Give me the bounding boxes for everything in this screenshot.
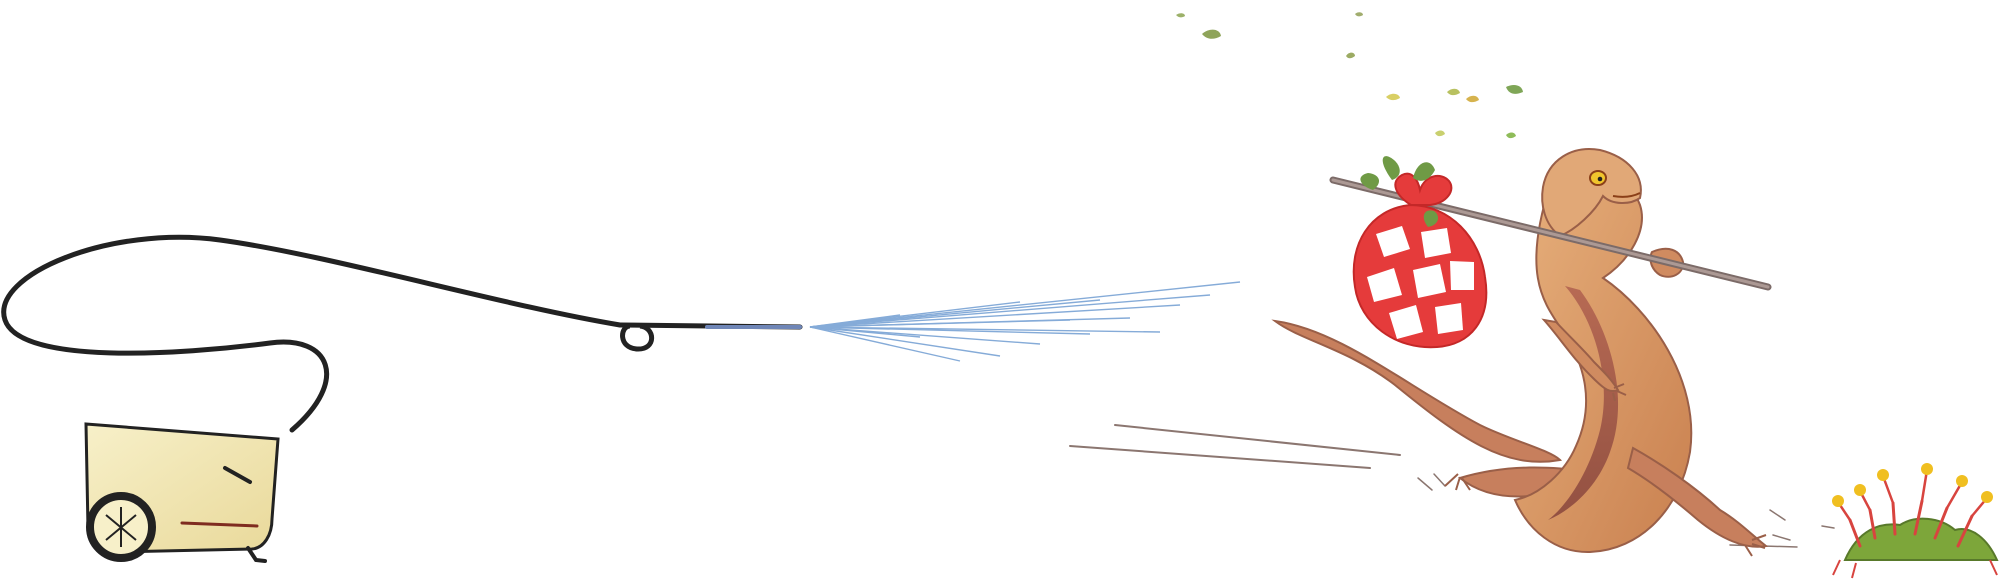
bindle-bundle-icon <box>1352 156 1488 349</box>
pressure-washer-icon <box>1 234 623 563</box>
hose-line <box>1 234 623 433</box>
bundle-leaf-4 <box>1423 210 1439 227</box>
bundle-leaf-2 <box>1413 162 1435 181</box>
flying-leaves <box>1176 12 1523 139</box>
water-spray-icon <box>809 281 1241 362</box>
lizard-back-foot <box>1444 473 1471 491</box>
bundle-checker-3 <box>1367 268 1402 302</box>
motion-lines <box>1069 424 1835 548</box>
spray-wand-icon <box>617 322 803 352</box>
lizard-claw-front <box>1612 383 1627 402</box>
bundle-checker-5 <box>1450 261 1474 290</box>
lizard-tail <box>1271 319 1563 463</box>
bundle-checker-4 <box>1413 264 1446 298</box>
plant-clump-icon <box>1832 463 1999 579</box>
running-lizard-icon <box>1271 148 1769 557</box>
lizard-mouth <box>1612 192 1641 198</box>
washer-stripe <box>180 521 259 528</box>
bundle-checker-6 <box>1389 305 1423 339</box>
washer-wheel-icon <box>86 492 156 562</box>
bundle-checker-2 <box>1421 228 1451 258</box>
washer-foot <box>246 546 267 563</box>
lizard-front-leg <box>1626 446 1769 548</box>
plant-base <box>1843 517 1999 561</box>
lizard-belly <box>1548 286 1619 520</box>
lizard-front-foot <box>1744 534 1767 557</box>
bundle-leaf-3 <box>1360 173 1380 190</box>
washer-handle-slot <box>223 466 252 484</box>
bundle-knot <box>1394 172 1453 206</box>
bundle-checker-1 <box>1376 226 1410 257</box>
bundle-leaf-1 <box>1382 156 1400 180</box>
lizard-front-arm <box>1541 318 1620 393</box>
bundle-checker-7 <box>1435 303 1463 334</box>
lizard-pupil <box>1597 176 1603 182</box>
